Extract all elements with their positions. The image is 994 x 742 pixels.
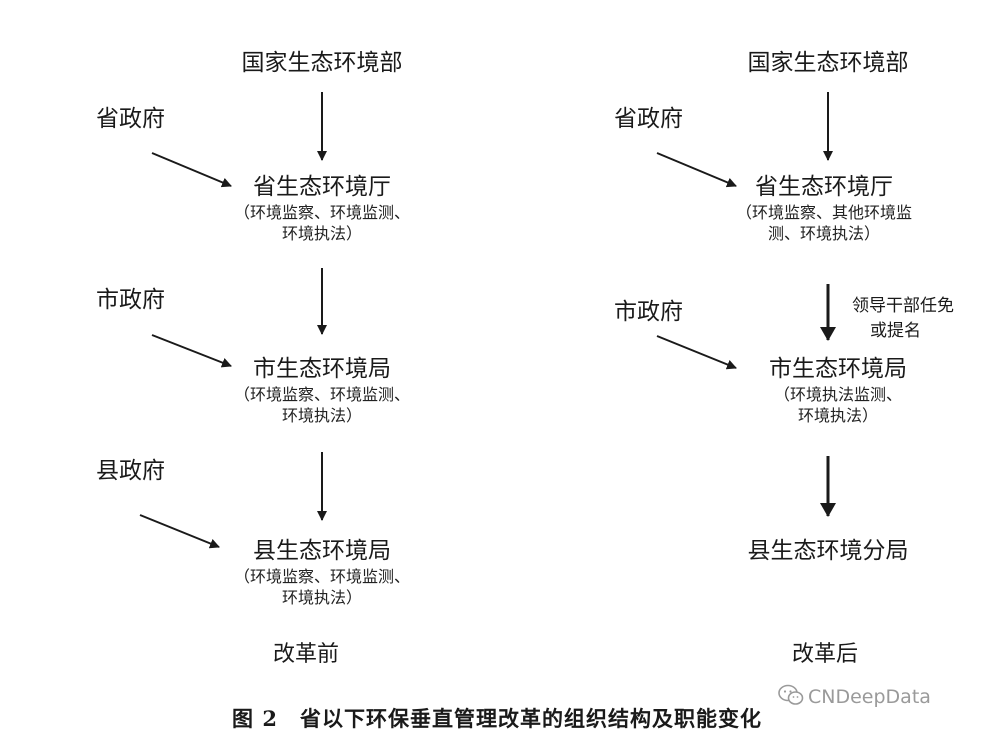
city-bureau-node-after: 市生态环境局 （环境执法监测、 环境执法） xyxy=(769,354,907,426)
city-gov-after: 市政府 xyxy=(614,299,683,325)
provincial-bureau-node-after: 省生态环境厅 （环境监察、其他环境监 测、环境执法） xyxy=(736,172,912,244)
ministry-name: 国家生态环境部 xyxy=(241,50,403,76)
watermark-text: CNDeepData xyxy=(808,686,931,708)
appointment-note-line2: 或提名 xyxy=(870,321,921,341)
city-duties-line2: 环境执法） xyxy=(281,406,363,425)
provincial-duties-line2: 环境执法） xyxy=(281,224,363,243)
city-duties-line1: （环境监察、环境监测、 xyxy=(233,385,411,404)
provincial-bureau-name: 省生态环境厅 xyxy=(754,174,893,200)
appointment-note-line1: 领导干部任免 xyxy=(852,296,954,316)
arrow-citygov-to-city-before xyxy=(151,334,232,368)
county-branch-node-after: 县生态环境分局 xyxy=(748,536,909,566)
provincial-bureau-name: 省生态环境厅 xyxy=(252,174,391,200)
city-bureau-name: 市生态环境局 xyxy=(252,356,391,382)
provincial-duties-line1: （环境监察、其他环境监 xyxy=(735,203,913,222)
provincial-bureau-node-before: 省生态环境厅 （环境监察、环境监测、 环境执法） xyxy=(234,172,410,244)
county-duties-line2: 环境执法） xyxy=(281,588,363,607)
city-duties-line2: 环境执法） xyxy=(797,406,878,425)
after-reform-label: 改革后 xyxy=(791,642,859,667)
city-gov-before: 市政府 xyxy=(96,287,165,313)
arrow-countygov-to-county-before xyxy=(139,514,220,549)
ministry-node-after: 国家生态环境部 xyxy=(748,48,909,78)
county-bureau-node-before: 县生态环境局 （环境监察、环境监测、 环境执法） xyxy=(234,536,410,608)
provincial-duties-line1: （环境监察、环境监测、 xyxy=(233,203,411,222)
ministry-node-before: 国家生态环境部 xyxy=(242,48,403,78)
county-duties-line1: （环境监察、环境监测、 xyxy=(233,567,411,586)
county-branch-name: 县生态环境分局 xyxy=(747,538,909,564)
city-duties-line1: （环境执法监测、 xyxy=(773,385,902,404)
figure-caption-text: 省以下环保垂直管理改革的组织结构及职能变化 xyxy=(299,706,762,731)
provincial-gov-after: 省政府 xyxy=(614,106,683,132)
watermark: CNDeepData xyxy=(778,684,931,711)
figure-number: 图 2 xyxy=(232,706,278,731)
county-bureau-name: 县生态环境局 xyxy=(252,538,391,564)
provincial-gov-before: 省政府 xyxy=(96,106,165,132)
city-bureau-name: 市生态环境局 xyxy=(769,356,907,382)
county-gov-before: 县政府 xyxy=(96,458,165,484)
arrow-provgov-to-province-before xyxy=(151,152,232,188)
figure-caption: 图 2 省以下环保垂直管理改革的组织结构及职能变化 xyxy=(0,704,994,734)
arrow-provgov-to-province-after xyxy=(656,152,737,188)
before-reform-label: 改革前 xyxy=(272,642,340,667)
provincial-duties-line2: 测、环境执法） xyxy=(767,224,881,243)
arrow-citygov-to-city-after xyxy=(656,335,737,370)
wechat-icon xyxy=(778,684,804,711)
ministry-name: 国家生态环境部 xyxy=(747,50,909,76)
city-bureau-node-before: 市生态环境局 （环境监察、环境监测、 环境执法） xyxy=(234,354,410,426)
